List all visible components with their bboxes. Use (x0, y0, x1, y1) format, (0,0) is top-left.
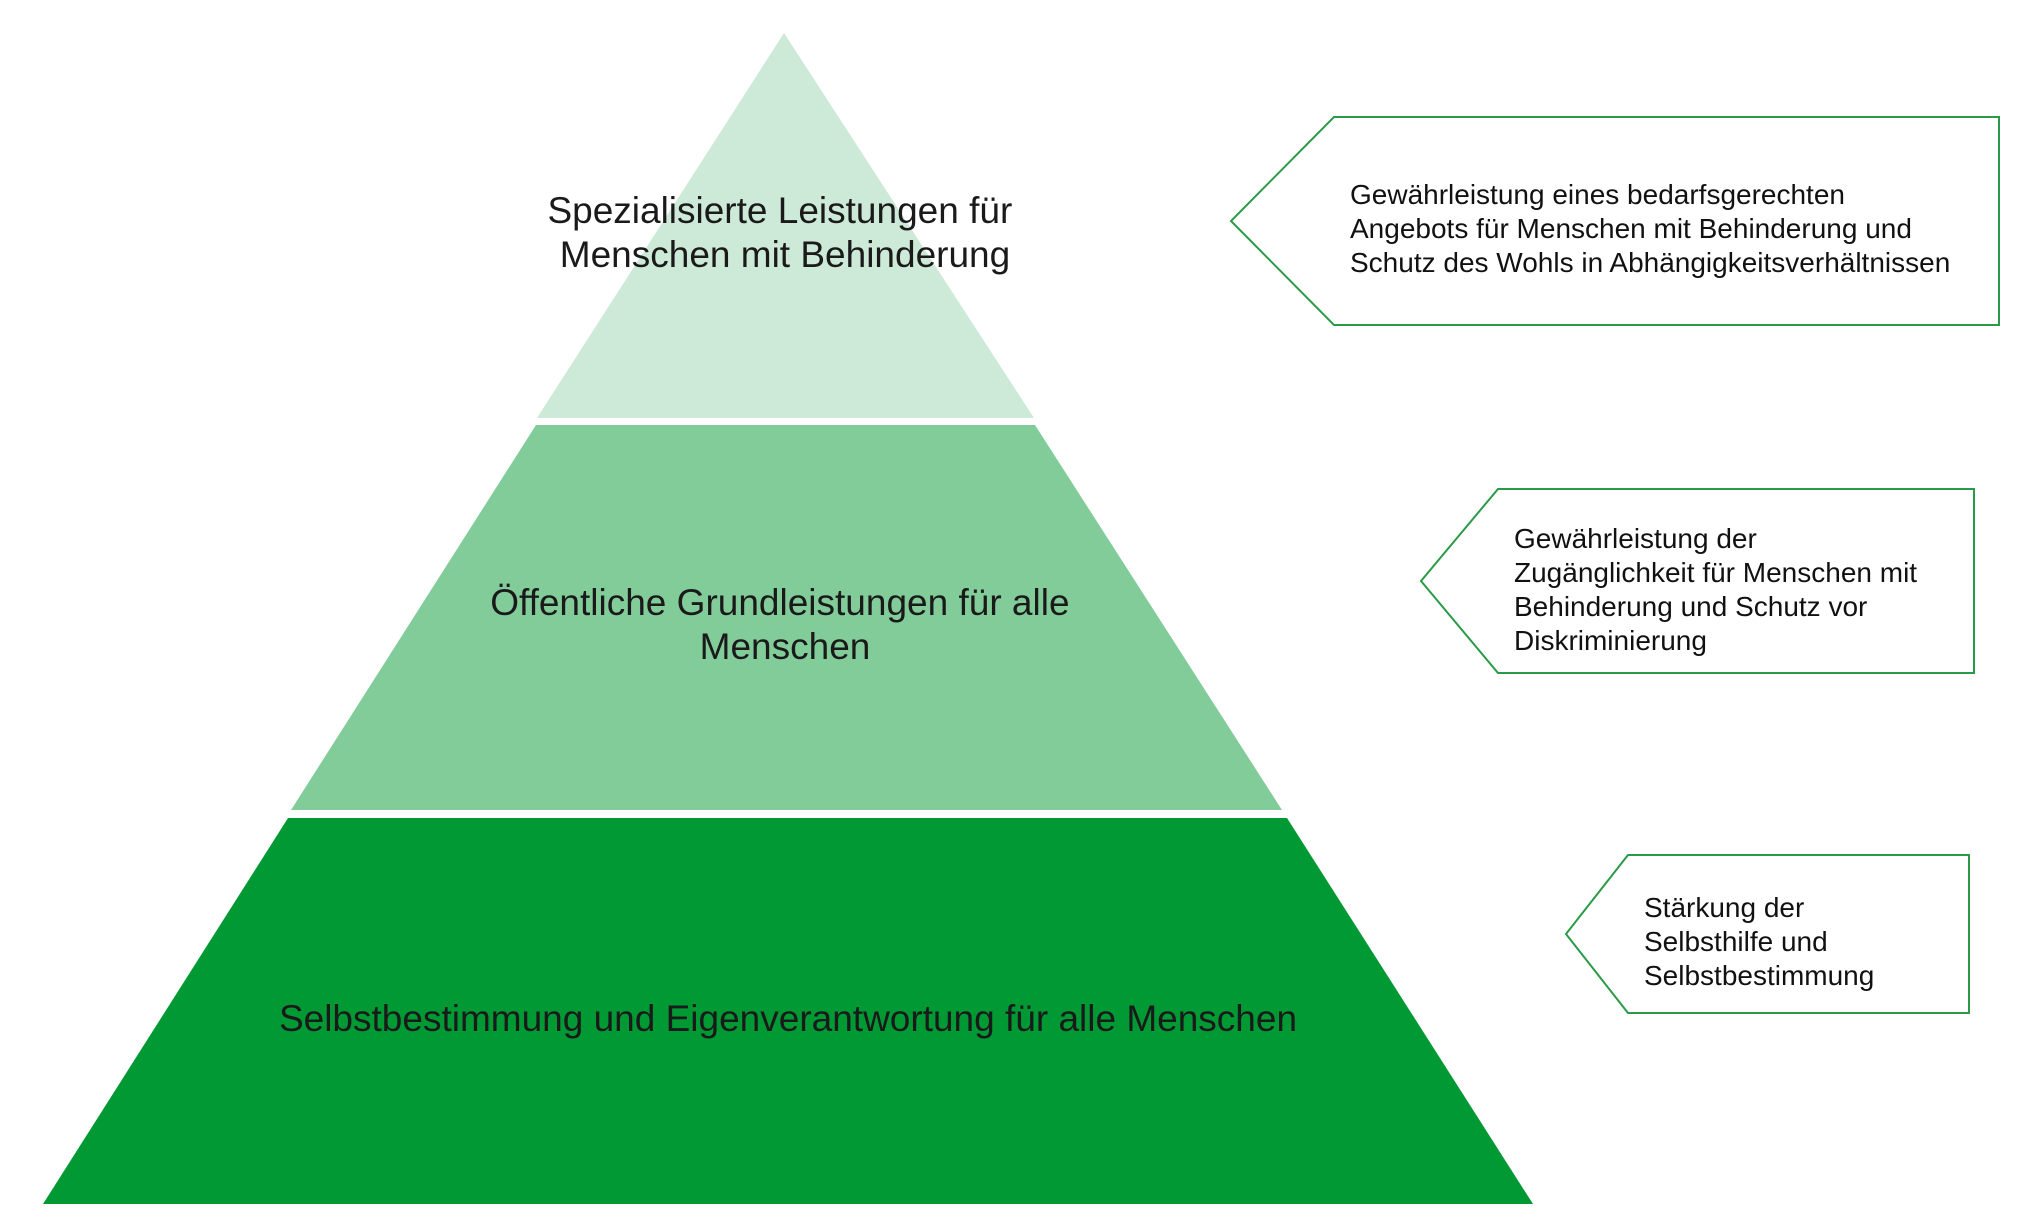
tier-top-label-line-2: Menschen mit Behinderung (560, 234, 1010, 275)
pyramid-tier-middle (291, 425, 1282, 810)
tier-top-label: Spezialisierte Leistungen für Menschen m… (547, 190, 1022, 275)
callout-middle-line-4: Diskriminierung (1514, 625, 1707, 656)
callout-bottom-line-1: Stärkung der (1644, 892, 1804, 923)
callout-top-line-3: Schutz des Wohls in Abhängigkeitsverhält… (1350, 247, 1950, 278)
callout-top-line-2: Angebots für Menschen mit Behinderung un… (1350, 213, 1912, 244)
callout-bottom-text: Stärkung der Selbsthilfe und Selbstbesti… (1644, 892, 1874, 991)
callout-bottom-line-3: Selbstbestimmung (1644, 960, 1874, 991)
callout-middle-text: Gewährleistung der Zugänglichkeit für Me… (1514, 523, 1925, 656)
tier-top-label-line-1: Spezialisierte Leistungen für (547, 190, 1012, 231)
tier-middle-label-line-1: Öffentliche Grundleistungen für alle (490, 582, 1069, 623)
callout-middle-line-1: Gewährleistung der (1514, 523, 1757, 554)
callout-middle-line-3: Behinderung und Schutz vor (1514, 591, 1867, 622)
callout-bottom-shape (1564, 854, 1970, 1014)
callout-top-shape (1229, 116, 2000, 326)
callout-top-line-1: Gewährleistung eines bedarfsgerechten (1350, 179, 1845, 210)
tier-middle-label-line-2: Menschen (700, 626, 871, 667)
callout-middle-line-2: Zugänglichkeit für Menschen mit (1514, 557, 1917, 588)
pyramid-tier-bottom (43, 818, 1533, 1204)
tier-bottom-label-line-1: Selbstbestimmung und Eigenverantwortung … (279, 998, 1297, 1039)
tier-middle-label: Öffentliche Grundleistungen für alle Men… (490, 582, 1080, 667)
pyramid-tier-top (537, 33, 1034, 418)
callout-top-text: Gewährleistung eines bedarfsgerechten An… (1350, 179, 1950, 278)
callout-bottom-line-2: Selbsthilfe und (1644, 926, 1828, 957)
callout-middle-shape (1419, 488, 1975, 674)
tier-bottom-label: Selbstbestimmung und Eigenverantwortung … (279, 998, 1297, 1039)
